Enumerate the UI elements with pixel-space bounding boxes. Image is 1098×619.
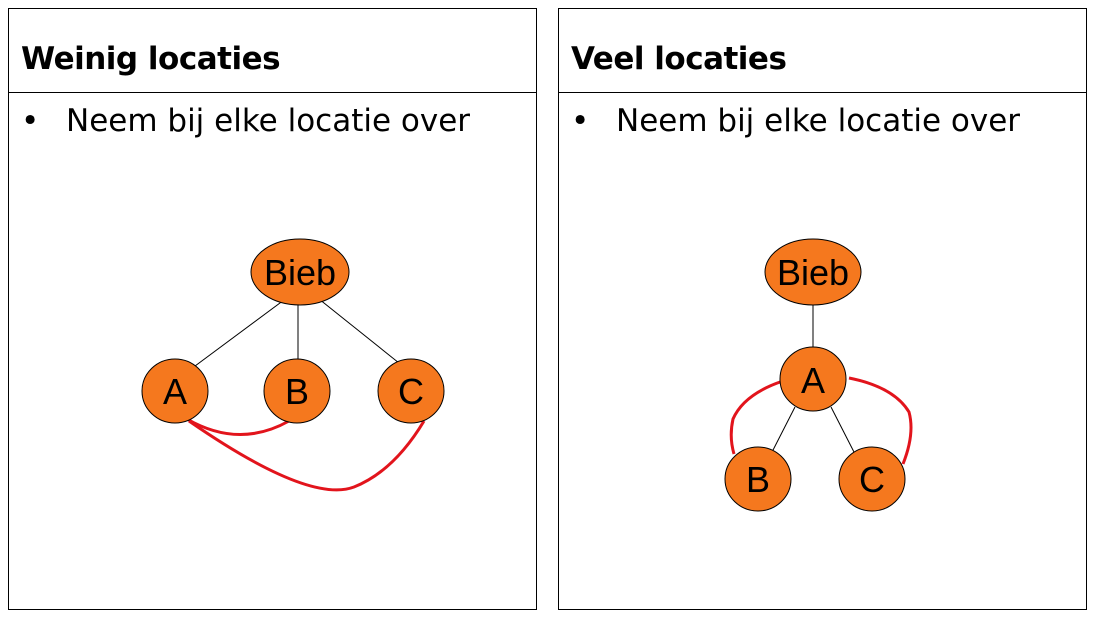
bullet-icon: • bbox=[571, 103, 590, 139]
edge-bieb-a bbox=[190, 299, 285, 370]
node-c: C bbox=[377, 358, 445, 424]
bullet-text: Neem bij elke locatie over bbox=[66, 103, 471, 139]
node-bieb: Bieb bbox=[250, 238, 350, 306]
node-bieb-label: Bieb bbox=[264, 252, 336, 293]
panel-weinig-locaties: Weinig locaties • Neem bij elke locatie … bbox=[8, 8, 537, 610]
bullet-text: Neem bij elke locatie over bbox=[616, 103, 1021, 139]
bullet-item: • Neem bij elke locatie over bbox=[571, 103, 1020, 139]
edge-bieb-c bbox=[318, 298, 405, 368]
route-a-c bbox=[848, 376, 913, 465]
node-b-label: B bbox=[285, 371, 309, 412]
node-bieb-label: Bieb bbox=[777, 252, 849, 293]
node-b-label: B bbox=[746, 459, 770, 500]
node-b: B bbox=[724, 446, 792, 512]
node-c: C bbox=[838, 446, 906, 512]
panel-title: Veel locaties bbox=[571, 41, 787, 77]
node-c-label: C bbox=[398, 371, 424, 412]
route-a-b bbox=[729, 379, 784, 455]
bullet-item: • Neem bij elke locatie over bbox=[21, 103, 470, 139]
panel-title: Weinig locaties bbox=[21, 41, 281, 77]
edge-a-b bbox=[770, 406, 796, 455]
title-divider bbox=[559, 92, 1086, 93]
node-a-label: A bbox=[163, 371, 187, 412]
title-divider bbox=[9, 92, 536, 93]
edge-a-c bbox=[830, 406, 856, 455]
node-bieb: Bieb bbox=[764, 238, 862, 306]
node-a-label: A bbox=[801, 360, 825, 401]
route-a-c bbox=[188, 419, 426, 492]
diagram-many-locations: Bieb A B C bbox=[724, 238, 913, 512]
node-a: A bbox=[779, 346, 847, 412]
bullet-icon: • bbox=[21, 103, 40, 139]
diagram-few-locations: Bieb A B C bbox=[141, 238, 445, 492]
node-c-label: C bbox=[859, 459, 885, 500]
route-a-b bbox=[186, 417, 290, 436]
panel-veel-locaties: Veel locaties • Neem bij elke locatie ov… bbox=[558, 8, 1087, 610]
node-a: A bbox=[141, 358, 209, 424]
node-b: B bbox=[263, 358, 331, 424]
